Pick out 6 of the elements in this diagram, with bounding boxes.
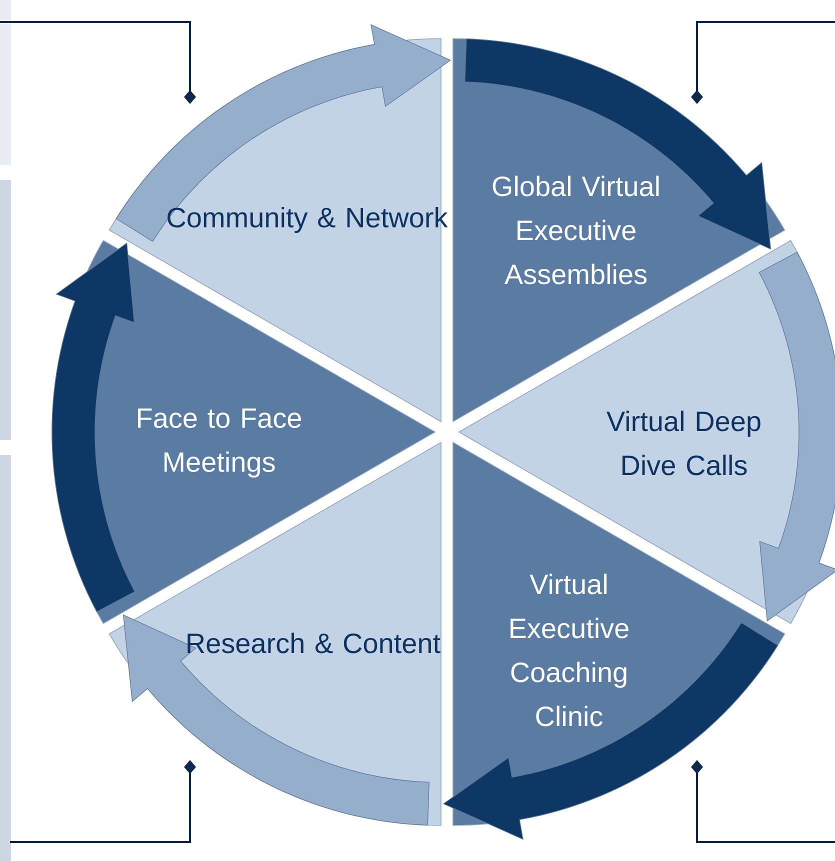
sector-label: Community & Network xyxy=(168,206,448,234)
sector-label: Virtual Deep Dive Calls xyxy=(606,410,760,476)
sector-label: Global Virtual Executive Assemblies xyxy=(492,176,659,284)
sector-label: Virtual Executive Coaching Clinic xyxy=(510,574,628,726)
sector-label: Face to Face Meetings xyxy=(138,408,301,478)
sector-label: Research & Content xyxy=(188,632,440,654)
